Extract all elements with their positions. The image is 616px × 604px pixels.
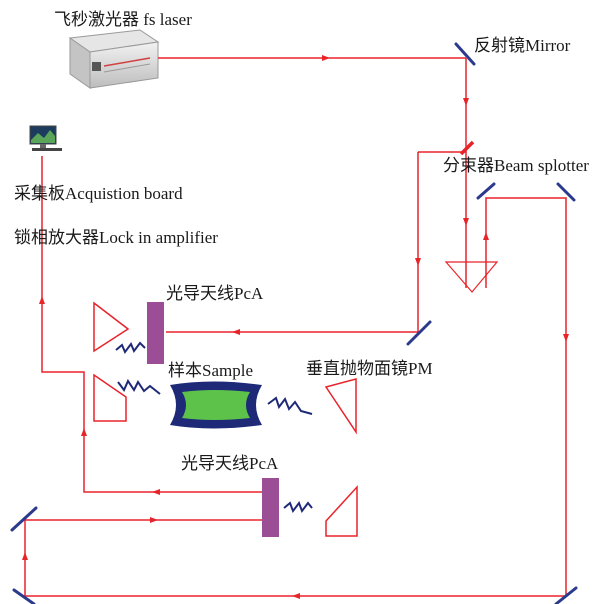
retroreflector-prism bbox=[444, 261, 499, 293]
acquisition-board-label: 采集板Acquistion board bbox=[14, 184, 183, 203]
beam-splitter-icon bbox=[459, 140, 475, 156]
laser-device-icon bbox=[68, 29, 160, 89]
thz-wave-pca-top bbox=[115, 341, 146, 354]
mirrors bbox=[10, 42, 578, 604]
lock-in-amplifier-label: 锁相放大器Lock in amplifier bbox=[14, 228, 218, 247]
pca-antenna-bottom bbox=[262, 478, 279, 537]
thz-wave-from-sample bbox=[267, 396, 313, 415]
mirror-bottom-right bbox=[554, 586, 578, 604]
thz-wave-pca-bottom bbox=[283, 500, 313, 514]
beam-delay-loop bbox=[24, 197, 567, 597]
beam-paths bbox=[24, 57, 567, 597]
mirror-bottom-left-upper bbox=[10, 506, 38, 532]
mirror-top-right bbox=[454, 42, 476, 66]
computer-monitor-icon bbox=[29, 125, 62, 151]
thz-wave-to-sample bbox=[117, 378, 161, 395]
mirror-label: 反射镜Mirror bbox=[474, 36, 571, 55]
laser-label: 飞秒激光器 fs laser bbox=[54, 10, 192, 29]
mirror-delay-right bbox=[556, 182, 576, 202]
sample-label: 样本Sample bbox=[168, 361, 253, 380]
beam-splitter-label: 分束器Beam splotter bbox=[443, 156, 589, 175]
beam-arrows bbox=[22, 55, 569, 599]
mirror-pm-branch bbox=[406, 320, 432, 346]
mirror-bottom-left-lower bbox=[12, 588, 36, 604]
parabolic-mirror-label: 垂直抛物面镜PM bbox=[306, 359, 433, 378]
pca-top-label: 光导天线PcA bbox=[166, 284, 264, 303]
pca-antenna-top bbox=[147, 302, 164, 364]
pca-bottom-label: 光导天线PcA bbox=[181, 454, 279, 473]
pm-mid-left bbox=[93, 373, 127, 422]
pm-mid-right bbox=[324, 378, 357, 435]
pm-bottom-right bbox=[325, 485, 358, 537]
thz-waves bbox=[115, 341, 313, 514]
parabolic-mirrors bbox=[93, 301, 358, 537]
sample-icon bbox=[170, 381, 262, 429]
mirror-delay-left bbox=[476, 182, 496, 200]
pm-top-left bbox=[93, 301, 130, 353]
